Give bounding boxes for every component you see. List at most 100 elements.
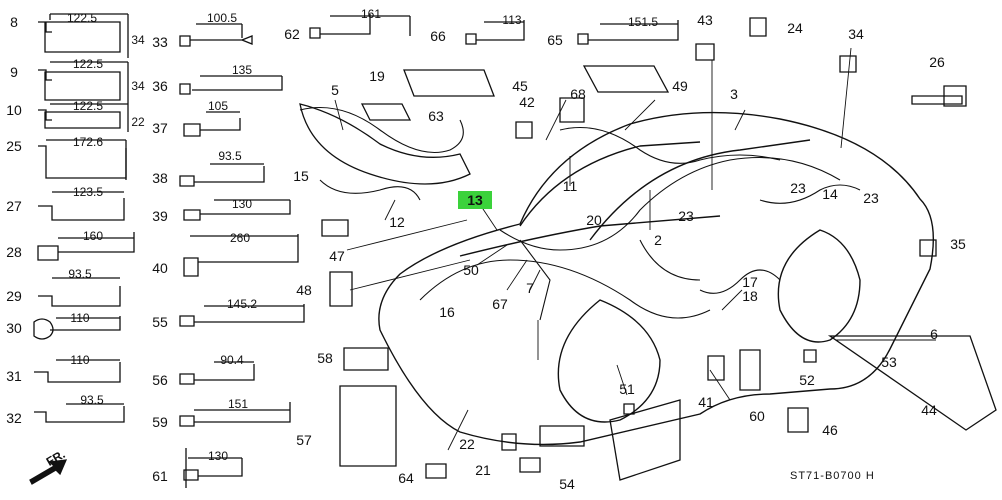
callout-60: 60 bbox=[749, 408, 765, 424]
callout-16: 16 bbox=[439, 304, 455, 320]
callout-34: 34 bbox=[848, 26, 864, 42]
callout-68: 68 bbox=[570, 86, 586, 102]
callout-47: 47 bbox=[329, 248, 345, 264]
front-arrow-icon bbox=[29, 459, 68, 485]
car-body bbox=[378, 111, 935, 446]
dim-38-length: 93.5 bbox=[218, 149, 242, 163]
callout-17: 17 bbox=[742, 274, 758, 290]
callout-57: 57 bbox=[296, 432, 312, 448]
callout-50: 50 bbox=[463, 262, 479, 278]
dim-37-length: 105 bbox=[207, 99, 229, 113]
dim-9-length: 122.5 bbox=[72, 57, 104, 71]
left-parts-column bbox=[33, 13, 135, 423]
callout-24: 24 bbox=[787, 20, 803, 36]
callout-10: 10 bbox=[6, 102, 22, 118]
dim-28-length: 160 bbox=[82, 229, 104, 243]
callout-28: 28 bbox=[6, 244, 22, 260]
callout-46: 46 bbox=[822, 422, 838, 438]
callout-11: 11 bbox=[562, 178, 578, 194]
callout-9: 9 bbox=[10, 64, 18, 80]
callout-5: 5 bbox=[331, 82, 339, 98]
dim-25-length: 172.6 bbox=[72, 135, 104, 149]
callout-14: 14 bbox=[822, 186, 838, 202]
callout-37: 37 bbox=[152, 120, 168, 136]
callout-2: 2 bbox=[654, 232, 662, 248]
callout-39: 39 bbox=[152, 208, 168, 224]
dim-29-length: 93.5 bbox=[68, 267, 92, 281]
callout-25: 25 bbox=[6, 138, 22, 154]
callout-31: 31 bbox=[6, 368, 22, 384]
diagram-code: ST71-B0700 H bbox=[790, 470, 875, 482]
dim-10-height: 22 bbox=[131, 115, 145, 129]
callout-41: 41 bbox=[698, 394, 714, 410]
callout-45: 45 bbox=[512, 78, 528, 94]
callout-26: 26 bbox=[929, 54, 945, 70]
highlighted-callout-13: 13 bbox=[458, 191, 492, 209]
callout-29: 29 bbox=[6, 288, 22, 304]
callout-40: 40 bbox=[152, 260, 168, 276]
callout-61: 61 bbox=[152, 468, 168, 484]
callout-54: 54 bbox=[559, 476, 575, 492]
callout-38: 38 bbox=[152, 170, 168, 186]
callout-55: 55 bbox=[152, 314, 168, 330]
second-parts-column bbox=[179, 23, 305, 488]
callout-43: 43 bbox=[697, 12, 713, 28]
harness-lines bbox=[299, 107, 861, 321]
callout-33: 33 bbox=[152, 34, 168, 50]
callout-64: 64 bbox=[398, 470, 414, 486]
dim-30-length: 110 bbox=[70, 311, 90, 325]
dim-36-length: 135 bbox=[231, 63, 253, 77]
dim-32-length: 93.5 bbox=[80, 393, 104, 407]
callout-58: 58 bbox=[317, 350, 333, 366]
callout-30: 30 bbox=[6, 320, 22, 336]
callout-51: 51 bbox=[619, 381, 635, 397]
callout-20: 20 bbox=[586, 212, 602, 228]
callout-8: 8 bbox=[10, 14, 18, 30]
dim-56-length: 90.4 bbox=[220, 353, 244, 367]
dim-8-height: 34 bbox=[131, 33, 145, 47]
dim-27-length: 123.5 bbox=[72, 185, 104, 199]
callout-12: 12 bbox=[389, 214, 405, 230]
callout-23b: 23 bbox=[678, 208, 694, 224]
callout-53: 53 bbox=[881, 354, 897, 370]
leader-lines bbox=[334, 47, 936, 451]
dim-9-height: 34 bbox=[131, 79, 145, 93]
callout-19: 19 bbox=[369, 68, 385, 84]
callout-42: 42 bbox=[519, 94, 535, 110]
callout-62: 62 bbox=[284, 26, 300, 42]
dim-33-length: 100.5 bbox=[206, 11, 238, 25]
callout-32: 32 bbox=[6, 410, 22, 426]
dim-8-length: 122.5 bbox=[66, 11, 98, 25]
callout-35: 35 bbox=[950, 236, 966, 252]
callout-6: 6 bbox=[930, 326, 938, 342]
dim-65-length: 151.5 bbox=[627, 15, 659, 29]
dim-55-length: 145.2 bbox=[226, 297, 258, 311]
callout-59: 59 bbox=[152, 414, 168, 430]
part-shapes bbox=[299, 17, 997, 481]
callout-23a: 23 bbox=[790, 180, 806, 196]
callout-67: 67 bbox=[492, 296, 508, 312]
callout-56: 56 bbox=[152, 372, 168, 388]
callout-63: 63 bbox=[428, 108, 444, 124]
dim-59-length: 151 bbox=[227, 397, 249, 411]
top-parts-row bbox=[309, 14, 679, 45]
dim-61-length: 130 bbox=[207, 449, 229, 463]
callout-22: 22 bbox=[459, 436, 475, 452]
callout-44: 44 bbox=[921, 402, 937, 418]
dim-40-length: 260 bbox=[229, 231, 251, 245]
callout-52: 52 bbox=[799, 372, 815, 388]
callout-48: 48 bbox=[296, 282, 312, 298]
callout-15: 15 bbox=[293, 168, 309, 184]
callout-18: 18 bbox=[742, 288, 758, 304]
dim-62-length: 161 bbox=[360, 7, 382, 21]
callout-49: 49 bbox=[672, 78, 688, 94]
callout-3: 3 bbox=[730, 86, 738, 102]
dim-31-length: 110 bbox=[70, 353, 90, 367]
dim-10-length: 122.5 bbox=[72, 99, 104, 113]
callout-23c: 23 bbox=[863, 190, 879, 206]
callout-36: 36 bbox=[152, 78, 168, 94]
callout-27: 27 bbox=[6, 198, 22, 214]
callout-65: 65 bbox=[547, 32, 563, 48]
dim-39-length: 130 bbox=[231, 197, 253, 211]
